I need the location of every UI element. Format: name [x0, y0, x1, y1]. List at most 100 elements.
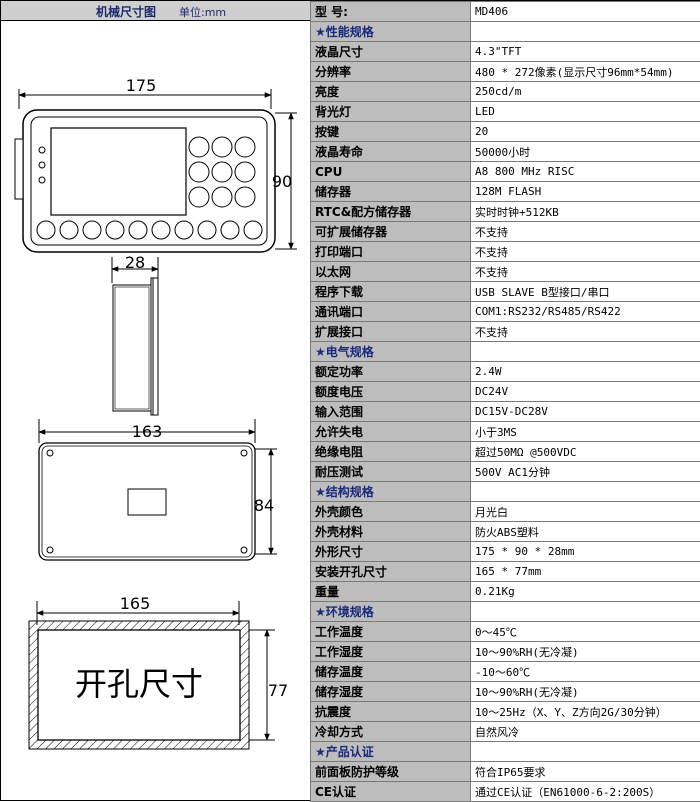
spec-label: 耐压测试 — [311, 462, 471, 482]
spec-label: RTC&配方储存器 — [311, 202, 471, 222]
spec-value: 不支持 — [471, 322, 700, 342]
spec-value: 10～90%RH(无冷凝) — [471, 682, 700, 702]
spec-row: 允许失电小于3MS — [311, 422, 700, 442]
section-heading: ★电气规格 — [311, 342, 471, 362]
spec-label: 前面板防护等级 — [311, 762, 471, 782]
section-heading: ★环境规格 — [311, 602, 471, 622]
drawing-title: 机械尺寸图 — [96, 3, 156, 20]
side-depth-label: 28 — [125, 253, 145, 272]
spec-row: 储存温度-10～60℃ — [311, 662, 700, 682]
spec-value: 500V AC1分钟 — [471, 462, 700, 482]
spec-value — [471, 482, 700, 502]
spec-value — [471, 22, 700, 42]
spec-row: 绝缘电阻超过50MΩ @500VDC — [311, 442, 700, 462]
cutout-width-label: 165 — [120, 594, 151, 613]
spec-label: 冷却方式 — [311, 722, 471, 742]
spec-label: 允许失电 — [311, 422, 471, 442]
spec-label: 工作湿度 — [311, 642, 471, 662]
back-width-label: 163 — [132, 422, 163, 441]
spec-value: 月光白 — [471, 502, 700, 522]
spec-row: 以太网不支持 — [311, 262, 700, 282]
spec-value: 175 * 90 * 28mm — [471, 542, 700, 562]
spec-value: USB SLAVE B型接口/串口 — [471, 282, 700, 302]
spec-row: RTC&配方储存器实时时钟+512KB — [311, 202, 700, 222]
spec-value: 2.4W — [471, 362, 700, 382]
spec-label: 额定功率 — [311, 362, 471, 382]
mechanical-drawing-panel: 机械尺寸图 单位:mm 175 — [1, 1, 310, 802]
spec-label: 液晶尺寸 — [311, 42, 471, 62]
spec-value: 自然风冷 — [471, 722, 700, 742]
spec-value: 20 — [471, 122, 700, 142]
spec-label: 程序下载 — [311, 282, 471, 302]
spec-label: 储存温度 — [311, 662, 471, 682]
cutout-height-label: 77 — [268, 681, 288, 700]
spec-row: 冷却方式自然风冷 — [311, 722, 700, 742]
spec-value: 480 * 272像素(显示尺寸96mm*54mm) — [471, 62, 700, 82]
spec-value: 10～25Hz（X、Y、Z方向2G/30分钟） — [471, 702, 700, 722]
spec-label: 按键 — [311, 122, 471, 142]
spec-row: 型 号:MD406 — [311, 2, 700, 22]
spec-label: 型 号: — [311, 2, 471, 22]
spec-value: 不支持 — [471, 222, 700, 242]
spec-row: 外壳颜色月光白 — [311, 502, 700, 522]
section-heading: ★性能规格 — [311, 22, 471, 42]
front-view: 175 — [15, 76, 297, 252]
spec-value: 250cd/m — [471, 82, 700, 102]
spec-value: DC15V-DC28V — [471, 402, 700, 422]
spec-value: 不支持 — [471, 242, 700, 262]
spec-value: 128M FLASH — [471, 182, 700, 202]
front-height-label: 90 — [272, 172, 292, 191]
spec-label: 外壳材料 — [311, 522, 471, 542]
spec-row: CE认证通过CE认证（EN61000-6-2:200S） — [311, 782, 700, 802]
spec-value: 超过50MΩ @500VDC — [471, 442, 700, 462]
spec-section-row: ★产品认证 — [311, 742, 700, 762]
drawing-unit: 单位:mm — [179, 4, 226, 20]
spec-row: 前面板防护等级符合IP65要求 — [311, 762, 700, 782]
section-heading: ★产品认证 — [311, 742, 471, 762]
spec-label: 通讯端口 — [311, 302, 471, 322]
spec-label: 工作温度 — [311, 622, 471, 642]
spec-label: 可扩展储存器 — [311, 222, 471, 242]
spec-section-row: ★环境规格 — [311, 602, 700, 622]
spec-value: 0.21Kg — [471, 582, 700, 602]
spec-label: 外壳颜色 — [311, 502, 471, 522]
spec-label: 背光灯 — [311, 102, 471, 122]
cutout-size-label: 开孔尺寸 — [75, 665, 203, 703]
spec-value: LED — [471, 102, 700, 122]
spec-value — [471, 342, 700, 362]
spec-value: 实时时钟+512KB — [471, 202, 700, 222]
spec-value: 50000小时 — [471, 142, 700, 162]
spec-value: COM1:RS232/RS485/RS422 — [471, 302, 700, 322]
lcd-screen — [51, 128, 186, 215]
front-width-label: 175 — [126, 76, 157, 95]
spec-label: 储存器 — [311, 182, 471, 202]
spec-value: 符合IP65要求 — [471, 762, 700, 782]
spec-section-row: ★性能规格 — [311, 22, 700, 42]
spec-value: A8 800 MHz RISC — [471, 162, 700, 182]
spec-label: 亮度 — [311, 82, 471, 102]
spec-label: 绝缘电阻 — [311, 442, 471, 462]
spec-label: 额度电压 — [311, 382, 471, 402]
spec-label: CE认证 — [311, 782, 471, 802]
spec-row: 打印端口不支持 — [311, 242, 700, 262]
spec-label: 重量 — [311, 582, 471, 602]
spec-value: DC24V — [471, 382, 700, 402]
cutout-view: 165 开孔尺寸 77 — [29, 594, 288, 749]
spec-label: 储存湿度 — [311, 682, 471, 702]
